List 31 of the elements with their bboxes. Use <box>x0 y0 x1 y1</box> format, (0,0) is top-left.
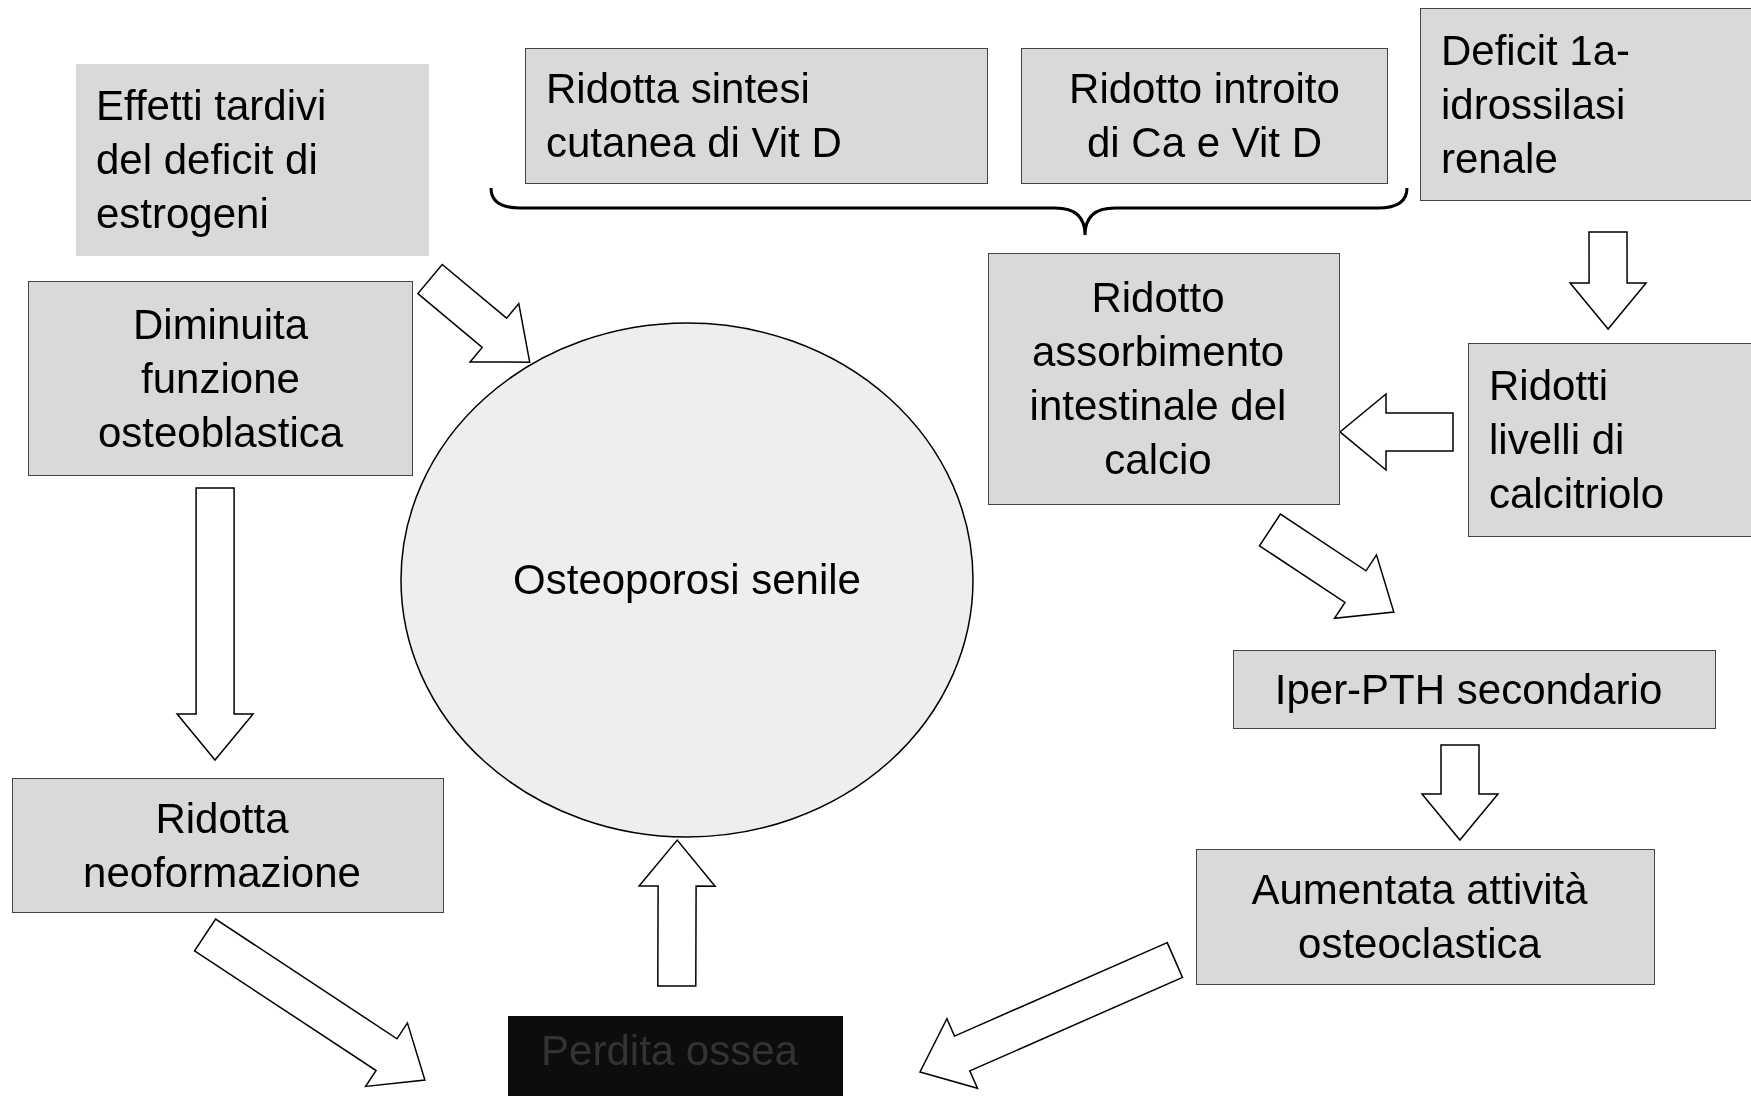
node-label: Ridotti livelli di calcitriolo <box>1489 361 1666 519</box>
process-box <box>1196 849 1655 985</box>
block-arrow <box>416 263 531 363</box>
block-arrow <box>637 838 717 987</box>
dark-box <box>508 1016 843 1096</box>
process-box <box>525 48 988 184</box>
block-arrow <box>918 941 1184 1090</box>
block-arrow <box>1258 513 1395 620</box>
node-label: Osteoporosi senile <box>513 555 861 605</box>
process-box <box>1468 343 1751 537</box>
process-box <box>988 253 1340 505</box>
node-label: Deficit 1a-idrossilasi renale <box>1441 25 1632 184</box>
node-label: Diminuita funzione osteoblastica <box>96 299 345 458</box>
node-label: Ridotta neoformazione <box>82 793 362 898</box>
block-arrow <box>1568 231 1648 331</box>
block-arrow <box>1420 744 1500 842</box>
process-box <box>1233 650 1716 729</box>
text-panel <box>76 64 429 256</box>
node-label: Effetti tardivi del deficit di estrogeni <box>96 81 328 239</box>
node-label: Ridotto introito di Ca e Vit D <box>1068 64 1341 168</box>
process-box <box>28 281 413 476</box>
process-box <box>12 778 444 913</box>
block-arrow <box>1338 392 1454 472</box>
node-label: Aumentata attività osteoclastica <box>1250 865 1589 969</box>
node-label: Ridotta sintesi cutanea di Vit D <box>546 64 843 168</box>
node-label: Ridotto assorbimento intestinale del calcio <box>1028 273 1288 485</box>
process-box <box>1021 48 1388 184</box>
block-arrow <box>193 918 426 1088</box>
block-arrow <box>175 487 255 762</box>
node-label: Iper-PTH secondario <box>1274 664 1663 715</box>
process-box <box>1420 8 1751 201</box>
